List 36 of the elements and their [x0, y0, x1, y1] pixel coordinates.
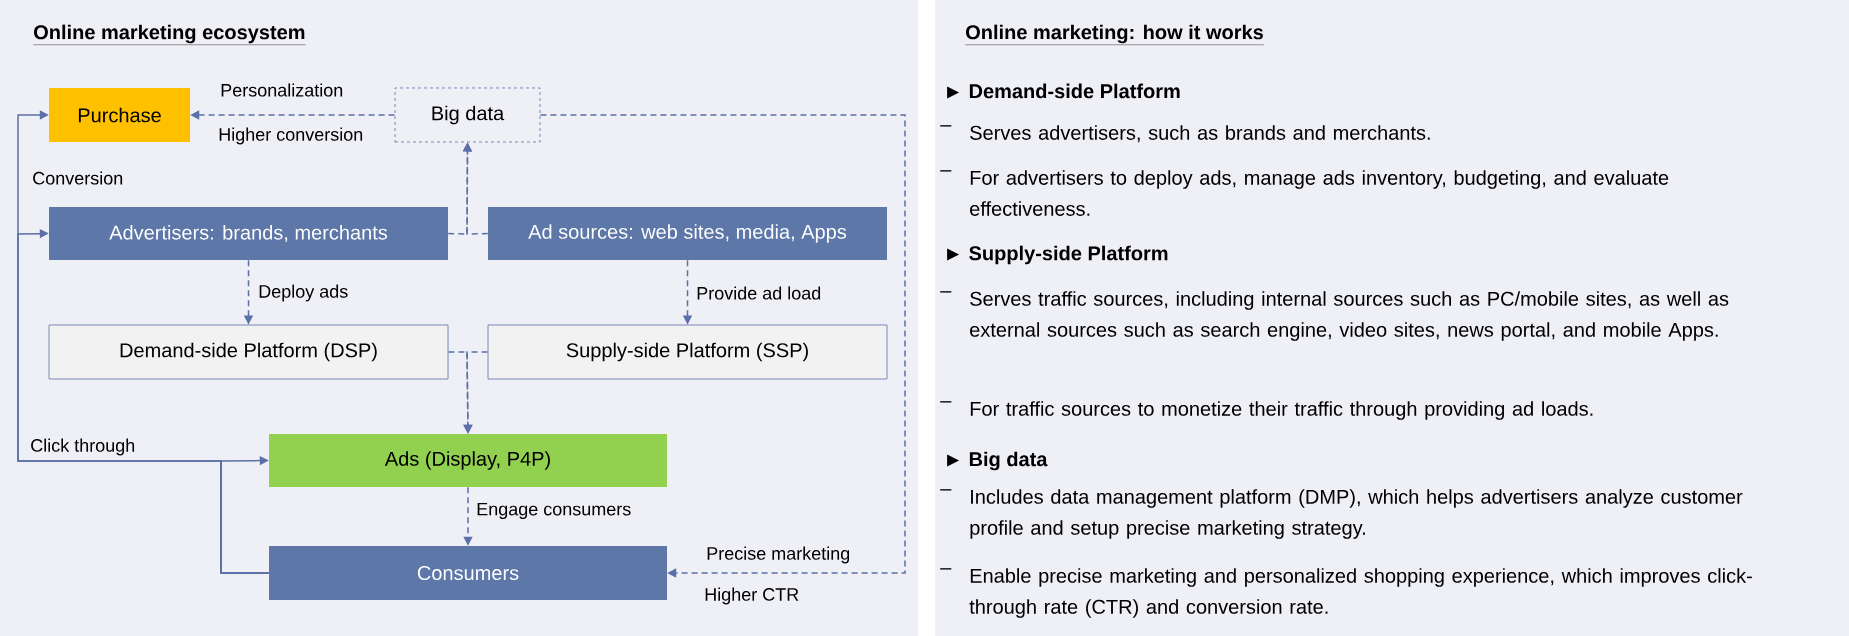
bullet-text: Serves advertisers, such as brands and merchants.	[970, 125, 1430, 143]
section-heading: ► Supply-side Platform	[947, 245, 1168, 265]
edge-label: Conversion	[30, 169, 126, 187]
process-box: Ad sources: web sites, media, Apps	[488, 207, 887, 260]
bullet-text: For traffic sources to monetize their traffic through providing ad loads.	[970, 401, 1593, 420]
section-heading: ► Big data	[947, 451, 1048, 471]
bullet-text: Serves traffic sources, including internal sources such as PC/mobile sites, as well as external sources such as search engine, video sites, news portal, and mobile Apps.	[970, 291, 1729, 341]
bullet-text: For advertisers to deploy ads, manage ads inventory, budgeting, and evaluate effectiveness.	[970, 170, 1669, 216]
arrow	[539, 114, 906, 578]
panel-title: Online marketing: how it works	[965, 24, 1264, 45]
platform-box: Demand-side Platform (DSP)	[48, 324, 449, 380]
bullet-dash: –	[940, 568, 952, 570]
edge-label: Deploy ads	[256, 282, 351, 304]
edge-label: Provide ad load	[694, 284, 824, 302]
bullet-dash: –	[940, 489, 952, 491]
edge-label: Engage consumers	[474, 500, 634, 522]
bullet-text: Includes data management platform (DMP), which helps advertisers analyze customer profile and setup precise marketing strategy.	[970, 489, 1743, 539]
process-box: Advertisers: brands, merchants	[49, 207, 448, 260]
bullet-text: Enable precise marketing and personalized shopping experience, which improves click-through rate (CTR) and conversion rate.	[969, 568, 1752, 618]
bullet-dash: –	[940, 125, 952, 127]
bullet-dash: –	[940, 401, 952, 403]
edge-label: Personalization	[218, 81, 346, 99]
label-text: Click through	[31, 438, 135, 456]
arrow	[17, 228, 270, 574]
panel-title: Online marketing ecosystem	[33, 24, 306, 45]
bullet-dash: –	[940, 291, 952, 293]
section-heading: ► Demand-side Platform	[947, 83, 1180, 99]
label-text: Higher conversion	[219, 127, 363, 145]
bullet-dash: –	[940, 170, 952, 172]
edge-label: Precise marketing	[704, 544, 853, 566]
consumers-box: Consumers	[269, 546, 667, 600]
data-box: Big data	[394, 87, 541, 143]
ads-box: Ads (Display, P4P)	[269, 434, 667, 487]
purchase-box: Purchase	[49, 88, 190, 142]
label-text: Higher CTR	[705, 587, 799, 605]
platform-box: Supply-side Platform (SSP)	[487, 324, 888, 380]
